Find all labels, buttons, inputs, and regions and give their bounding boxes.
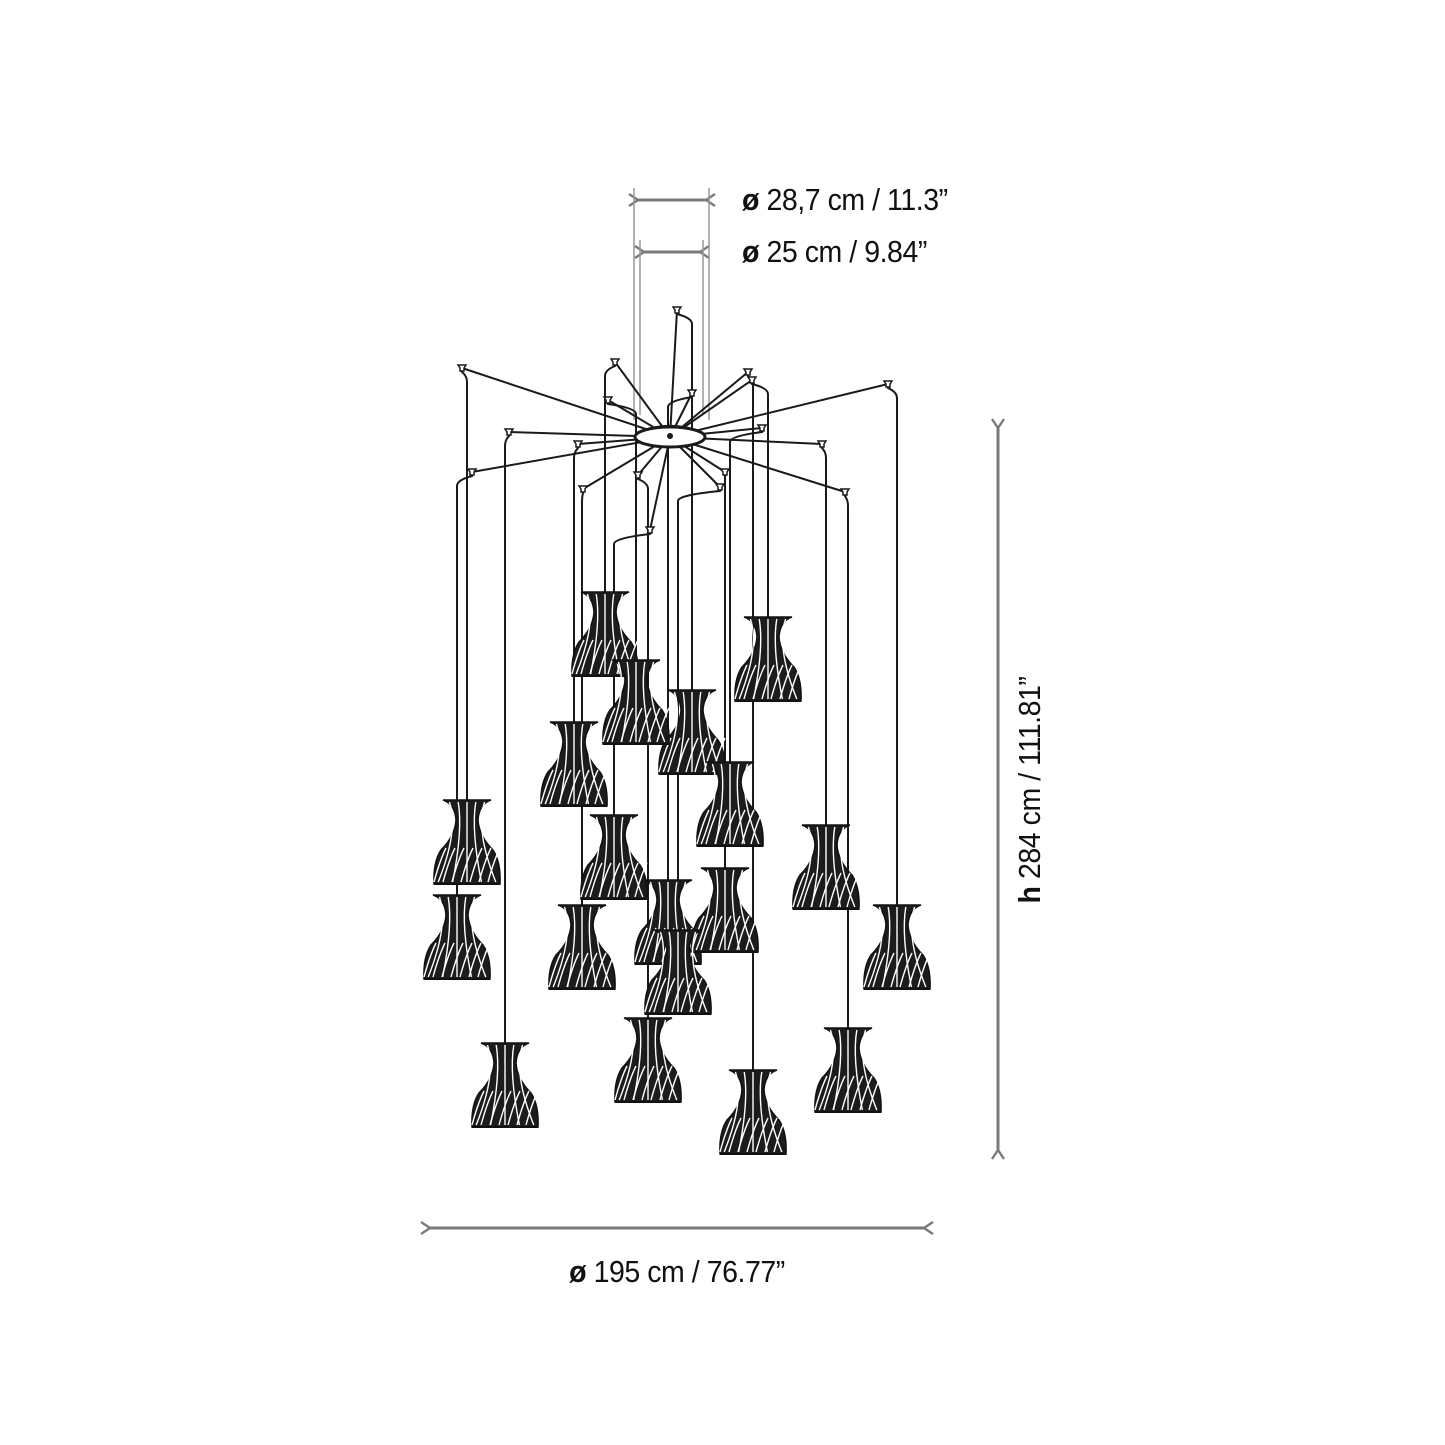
ceiling-hook-icon bbox=[746, 376, 758, 384]
drop-cable bbox=[604, 362, 616, 596]
ceiling-hook-icon bbox=[756, 424, 768, 432]
arm-wire bbox=[649, 436, 671, 531]
pendant-shade-icon bbox=[719, 1069, 787, 1155]
ceiling-hook-icon bbox=[602, 396, 614, 404]
canopy-rim bbox=[636, 424, 704, 435]
pendant-shade-icon bbox=[658, 689, 726, 775]
drop-cable bbox=[456, 472, 473, 899]
pendant-shade-icon bbox=[814, 1027, 882, 1113]
pendant-shade-icon bbox=[696, 761, 764, 847]
pendant-shade-icon bbox=[863, 904, 931, 990]
ceiling-hook-icon bbox=[671, 306, 683, 314]
drop-cable bbox=[887, 384, 898, 909]
ceiling-hook-icon bbox=[632, 471, 644, 479]
drop-cable bbox=[573, 444, 579, 726]
pendant-shade-icon bbox=[602, 659, 670, 745]
pendant-shade-icon bbox=[433, 799, 501, 885]
chandelier bbox=[423, 306, 931, 1155]
height-value: 284 cm / 111.81” bbox=[1012, 676, 1047, 880]
ceiling-hook-icon bbox=[456, 364, 468, 372]
diameter-symbol: ø bbox=[742, 234, 759, 269]
arm-wire bbox=[669, 309, 678, 438]
pendant-shade-icon bbox=[471, 1042, 539, 1128]
pendant-shade-icon bbox=[614, 1017, 682, 1103]
ceiling-hook-icon bbox=[609, 358, 621, 366]
drop-cable bbox=[729, 428, 763, 766]
canopy-outer-diameter-label: ø 28,7 cm / 11.3” bbox=[742, 182, 948, 218]
pendant-shade-icon bbox=[792, 824, 860, 910]
drop-cable bbox=[504, 432, 510, 1047]
arm-wire bbox=[669, 383, 889, 438]
drop-cable bbox=[613, 530, 651, 819]
canopy-inner-value: 25 cm / 9.84” bbox=[766, 234, 927, 269]
dimension-lines bbox=[420, 188, 1005, 1235]
ceiling-hook-icon bbox=[577, 485, 589, 493]
drop-cable bbox=[821, 444, 827, 829]
pendant-shade-icon bbox=[691, 867, 759, 953]
drop-cable bbox=[676, 310, 693, 694]
ceiling-hook-icon bbox=[466, 468, 478, 476]
pendant-shade-icon bbox=[734, 616, 802, 702]
ceiling-hook-icon bbox=[742, 368, 754, 376]
diameter-symbol: ø bbox=[569, 1254, 587, 1289]
drop-cable bbox=[607, 400, 637, 664]
cables bbox=[456, 309, 898, 1074]
ceiling-hook-icon bbox=[503, 428, 515, 436]
drop-cable bbox=[461, 368, 468, 804]
canopy-inner-diameter-label: ø 25 cm / 9.84” bbox=[742, 234, 927, 270]
pendant-shade-icon bbox=[644, 929, 712, 1015]
ceiling-hook-icon bbox=[714, 483, 726, 491]
drop-cable bbox=[677, 487, 721, 934]
drop-cable bbox=[581, 489, 584, 909]
width-value: 195 cm / 76.77” bbox=[593, 1254, 786, 1289]
drop-cable bbox=[667, 393, 693, 884]
drop-cable bbox=[747, 372, 754, 1074]
drop-cable bbox=[751, 380, 769, 621]
pendant-shade-icon bbox=[423, 894, 491, 980]
arm-wire bbox=[614, 361, 671, 438]
drop-cable bbox=[844, 492, 849, 1032]
arm-wire bbox=[461, 367, 671, 438]
ceiling-hook-icon bbox=[644, 526, 656, 534]
ceiling-hook-icon bbox=[882, 380, 894, 388]
pendant-shade-icon bbox=[580, 814, 648, 900]
ceiling-hook-icon bbox=[572, 440, 584, 448]
drop-cable bbox=[637, 475, 649, 1022]
diameter-symbol: ø bbox=[742, 182, 759, 217]
canopy-center bbox=[667, 433, 673, 439]
arm-wire bbox=[471, 436, 671, 473]
canopy-outer-value: 28,7 cm / 11.3” bbox=[766, 182, 948, 217]
height-label: h 284 cm / 111.81” bbox=[1012, 677, 1048, 904]
height-symbol: h bbox=[1012, 886, 1047, 904]
ceiling-hook-icon bbox=[839, 488, 851, 496]
ceiling-hook-icon bbox=[816, 440, 828, 448]
pendant-shade-icon bbox=[540, 721, 608, 807]
width-label: ø 195 cm / 76.77” bbox=[569, 1254, 785, 1290]
arm-wire bbox=[669, 436, 846, 493]
ceiling-hook-icon bbox=[686, 389, 698, 397]
pendant-shade-icon bbox=[548, 904, 616, 990]
ceiling-hook-icon bbox=[719, 468, 731, 476]
